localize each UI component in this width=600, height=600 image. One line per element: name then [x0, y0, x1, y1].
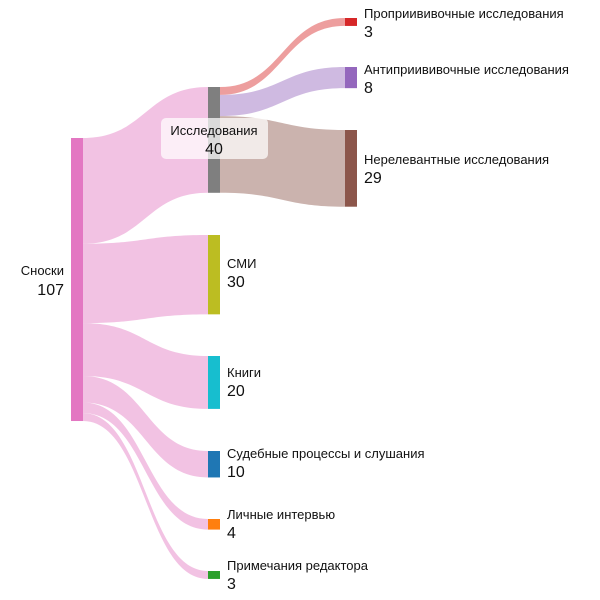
node-label-editor: Примечания редактора — [227, 558, 369, 573]
node-books — [208, 356, 220, 409]
node-label-books: Книги — [227, 365, 261, 380]
link-footnotes-books — [83, 323, 208, 409]
node-label-court: Судебные процессы и слушания — [227, 446, 425, 461]
node-anti — [345, 67, 357, 89]
node-value-interviews: 4 — [227, 525, 236, 542]
node-value-irrelevant: 29 — [364, 170, 382, 187]
node-label-pro: Проприививочные исследования — [364, 6, 564, 21]
link-footnotes-interviews — [83, 402, 208, 530]
node-editor — [208, 571, 220, 579]
node-value-editor: 3 — [227, 576, 236, 593]
node-irrelevant — [345, 130, 357, 207]
node-media — [208, 235, 220, 315]
link-footnotes-research — [83, 87, 208, 244]
node-pro — [345, 18, 357, 26]
node-label-research: Исследования — [170, 123, 257, 138]
node-value-media: 30 — [227, 274, 245, 291]
node-label-box-research — [161, 118, 268, 159]
node-value-research: 40 — [205, 141, 223, 158]
node-value-court: 10 — [227, 464, 245, 481]
node-interviews — [208, 519, 220, 530]
node-label-media: СМИ — [227, 256, 256, 271]
node-label-anti: Антиприививочные исследования — [364, 62, 569, 77]
link-research-pro — [220, 18, 345, 95]
node-label-interviews: Личные интервью — [227, 507, 335, 522]
node-value-pro: 3 — [364, 24, 373, 41]
node-label-footnotes: Сноски — [21, 263, 64, 278]
link-footnotes-media — [83, 235, 208, 324]
link-footnotes-editor — [83, 413, 208, 579]
node-footnotes — [71, 138, 83, 422]
node-value-anti: 8 — [364, 80, 373, 97]
node-court — [208, 451, 220, 478]
node-value-books: 20 — [227, 383, 245, 400]
node-label-irrelevant: Нерелевантные исследования — [364, 152, 549, 167]
node-value-footnotes: 107 — [37, 282, 64, 299]
link-footnotes-court — [83, 376, 208, 478]
link-research-anti — [220, 67, 345, 117]
